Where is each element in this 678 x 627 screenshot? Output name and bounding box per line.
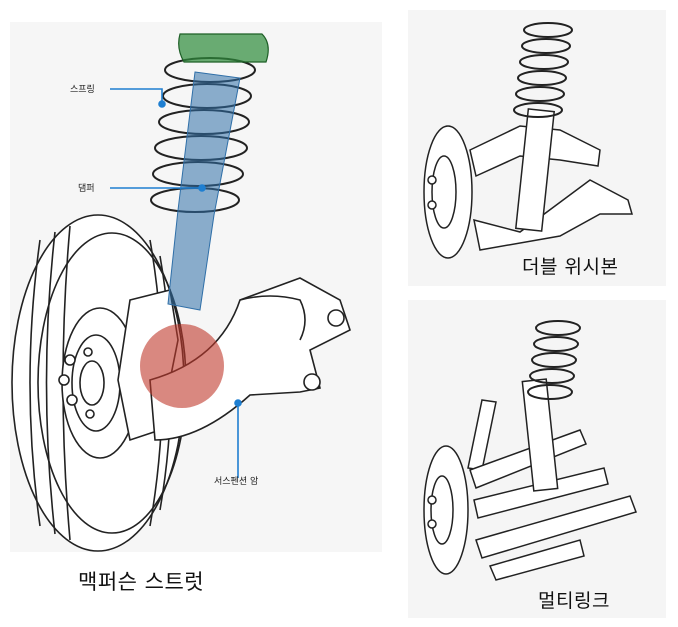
double-wishbone-illustration <box>423 22 633 259</box>
callout-lines <box>110 88 242 478</box>
multilink-caption: 멀티링크 <box>538 590 610 612</box>
double-wishbone-caption: 더블 위시본 <box>522 256 619 278</box>
strut-top-mount <box>178 33 269 63</box>
macpherson-caption: 맥퍼슨 스트럿 <box>78 570 205 594</box>
ball-joint-highlight <box>140 324 224 408</box>
damper-label: 댐퍼 <box>78 184 95 194</box>
suspension-arm-label: 서스펜션 암 <box>214 477 259 487</box>
multilink-illustration <box>423 320 637 581</box>
spring-label: 스프링 <box>70 85 95 95</box>
